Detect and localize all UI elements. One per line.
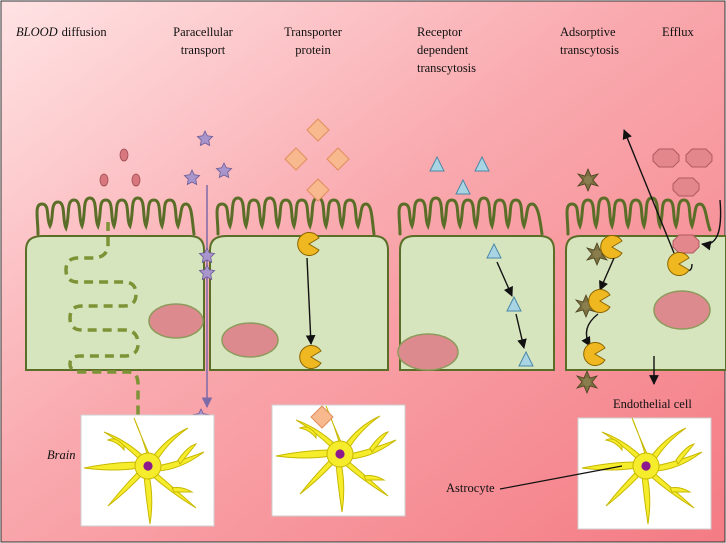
efflux-label: Efflux [662, 25, 694, 39]
blood-word: BLOOD [16, 25, 58, 39]
octagon-icon [652, 148, 680, 168]
octagon-icon [672, 234, 700, 254]
microvilli [35, 196, 712, 236]
endothelial-cell-label: Endothelial cell [613, 397, 692, 411]
efflux-pathway [622, 129, 722, 385]
octagon-icon [672, 177, 700, 197]
adsorptive-arrow [581, 313, 599, 347]
blood-diffusion-label: BLOOD diffusion [16, 25, 107, 39]
diffusion-dashed-path [64, 222, 140, 418]
transporter-arrow [305, 257, 316, 345]
paracellular-label-line2: transport [181, 43, 226, 57]
adsorptive-label-line1: Adsorptive [560, 25, 616, 39]
adsorptive-pathway [575, 168, 623, 394]
endothelial-cell-1 [25, 235, 205, 371]
oval-molecule-icon [119, 148, 129, 162]
diffusion-word: diffusion [62, 25, 108, 39]
endothelial-cells [25, 235, 726, 371]
nucleus [653, 290, 711, 330]
brain-label: Brain [47, 448, 75, 462]
efflux-arrow [622, 129, 675, 254]
oval-molecule-icon [99, 173, 109, 187]
receptor-label-line3: transcytosis [417, 61, 476, 75]
adsorptive-arrow [599, 257, 615, 291]
transporter-label-line2: protein [295, 43, 331, 57]
transporter-label-line1: Transporter [284, 25, 343, 39]
receptor-pathway [429, 156, 534, 367]
receptor-label-line1: Receptor [417, 25, 463, 39]
brain-astrocytes [80, 404, 712, 530]
octagon-icon [685, 148, 713, 168]
nucleus [148, 303, 204, 339]
astrocyte-label: Astrocyte [446, 481, 495, 495]
receptor-arrow [515, 313, 527, 349]
nucleus [221, 322, 279, 358]
oval-molecule-icon [131, 173, 141, 187]
receptor-label-line2: dependent [417, 43, 469, 57]
paracellular-pathway [183, 130, 233, 424]
paracellular-label-line1: Paracellular [173, 25, 234, 39]
receptor-arrow [496, 261, 513, 297]
astrocyte-pointer-line [499, 465, 623, 490]
adsorptive-label-line2: transcytosis [560, 43, 619, 57]
nucleus [397, 333, 459, 371]
transporter-pathway [284, 118, 350, 369]
efflux-arrow [701, 199, 722, 251]
